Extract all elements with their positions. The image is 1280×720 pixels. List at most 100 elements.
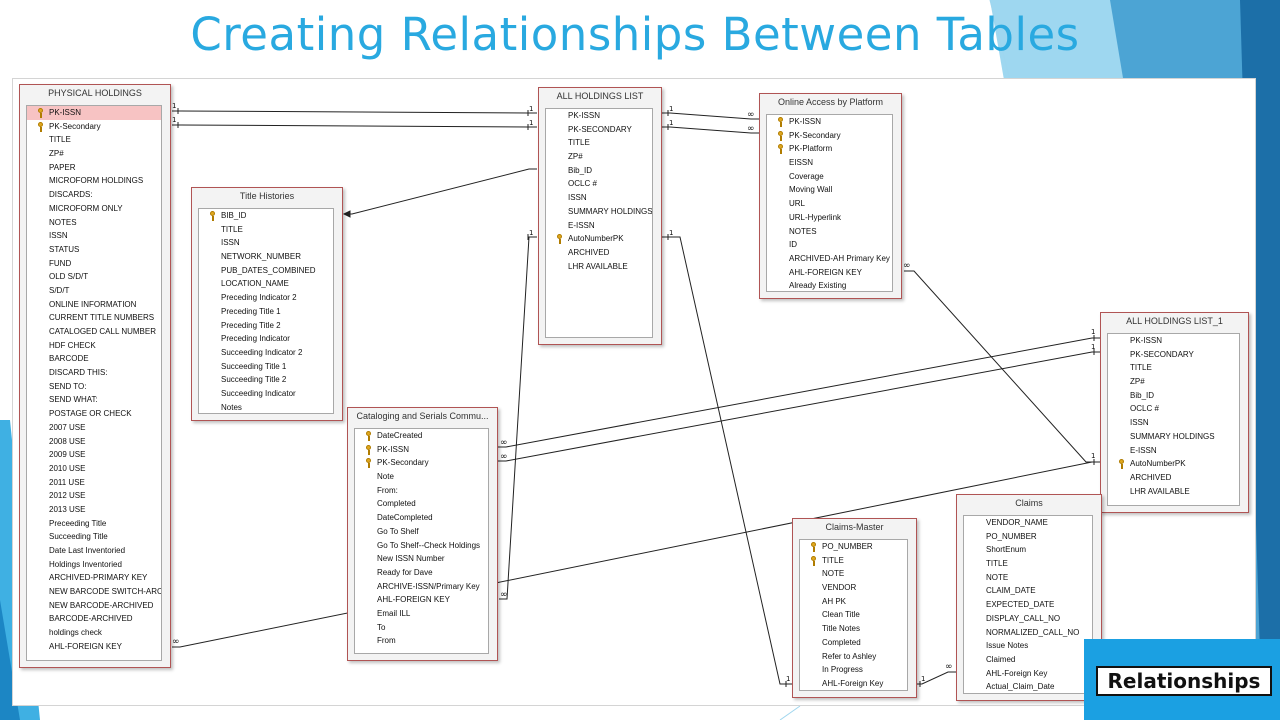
table-title[interactable]: PHYSICAL HOLDINGS (48, 88, 142, 98)
field-row[interactable]: OCLC # (1108, 402, 1239, 416)
field-row[interactable]: AutoNumberPK (1108, 457, 1239, 471)
field-row[interactable]: ZP# (546, 150, 652, 164)
field-row[interactable]: OCLC # (546, 177, 652, 191)
field-row[interactable]: DISCARDS: (27, 188, 161, 202)
field-row[interactable]: SEND WHAT: (27, 393, 161, 407)
field-row[interactable]: Completed (800, 636, 907, 650)
field-row[interactable]: Email ILL (355, 607, 488, 621)
field-row[interactable]: STATUS (27, 243, 161, 257)
field-row[interactable]: AHL-FOREIGN KEY (27, 640, 161, 654)
field-row[interactable]: LOCATION_NAME (199, 277, 333, 291)
field-row[interactable]: Succeeding Indicator 2 (199, 346, 333, 360)
field-row[interactable]: HDF CHECK (27, 339, 161, 353)
field-row[interactable]: Succeeding Title (27, 530, 161, 544)
field-row[interactable]: ISSN (27, 229, 161, 243)
field-row[interactable]: ZP# (1108, 375, 1239, 389)
field-row[interactable]: ID (767, 238, 892, 252)
field-row[interactable]: BARCODE-ARCHIVED (27, 612, 161, 626)
field-row[interactable]: 2009 USE (27, 448, 161, 462)
field-row[interactable]: SUMMARY HOLDINGS (1108, 430, 1239, 444)
field-row[interactable]: Refer to Ashley (800, 650, 907, 664)
field-row[interactable]: Issue Notes (964, 639, 1092, 653)
field-row[interactable]: ONLINE INFORMATION (27, 298, 161, 312)
field-row[interactable]: URL-Hyperlink (767, 211, 892, 225)
field-row[interactable]: CLAIM_DATE (964, 584, 1092, 598)
field-row[interactable]: Succeeding Title 1 (199, 360, 333, 374)
field-row[interactable]: PO_NUMBER (800, 540, 907, 554)
field-row[interactable]: 2012 USE (27, 489, 161, 503)
field-row[interactable]: VENDOR_NAME (964, 516, 1092, 530)
field-row[interactable]: Bib_ID (1108, 389, 1239, 403)
field-row[interactable]: CATALOGED CALL NUMBER (27, 325, 161, 339)
field-row[interactable]: PK-ISSN (767, 115, 892, 129)
field-row[interactable]: Coverage (767, 170, 892, 184)
field-row[interactable]: AH PK (800, 595, 907, 609)
field-row[interactable]: NOTES (27, 216, 161, 230)
field-row[interactable]: PK-Secondary (27, 120, 161, 134)
field-row[interactable]: VENDOR (800, 581, 907, 595)
field-row[interactable]: TITLE (800, 554, 907, 568)
field-row[interactable]: Completed (355, 497, 488, 511)
field-row[interactable]: Claimed (964, 653, 1092, 667)
field-row[interactable]: PK-ISSN (546, 109, 652, 123)
field-row[interactable]: Go To Shelf (355, 525, 488, 539)
field-row[interactable]: PK-Secondary (767, 129, 892, 143)
field-row[interactable]: BIB_ID (199, 209, 333, 223)
field-row[interactable]: PK-Secondary (355, 456, 488, 470)
field-row[interactable]: From (355, 634, 488, 648)
field-row[interactable]: PK-SECONDARY (546, 123, 652, 137)
field-row[interactable]: Preceeding Title (27, 517, 161, 531)
field-row[interactable]: ARCHIVED-AH Primary Key (767, 252, 892, 266)
field-row[interactable]: BARCODE (27, 352, 161, 366)
field-row[interactable]: SEND TO: (27, 380, 161, 394)
field-row[interactable]: NORMALIZED_CALL_NO (964, 626, 1092, 640)
field-row[interactable]: Notes (199, 401, 333, 413)
field-row[interactable]: TITLE (1108, 361, 1239, 375)
field-row[interactable]: 2013 USE (27, 503, 161, 517)
field-row[interactable]: 2011 USE (27, 476, 161, 490)
table-title[interactable]: Claims-Master (825, 522, 884, 532)
table-title[interactable]: ALL HOLDINGS LIST_1 (1126, 316, 1223, 326)
field-row[interactable]: Moving Wall (767, 183, 892, 197)
field-row[interactable]: 2007 USE (27, 421, 161, 435)
field-row[interactable]: AHL-Foreign Key (964, 667, 1092, 681)
field-row[interactable]: ZP# (27, 147, 161, 161)
field-row[interactable]: Actual_Claim_Date (964, 680, 1092, 693)
field-row[interactable]: PK-SECONDARY (1108, 348, 1239, 362)
field-row[interactable]: PK-ISSN (1108, 334, 1239, 348)
field-row[interactable]: URL (767, 197, 892, 211)
field-row[interactable]: CURRENT TITLE NUMBERS (27, 311, 161, 325)
field-row[interactable]: DISCARD THIS: (27, 366, 161, 380)
field-row[interactable]: LHR AVAILABLE (546, 260, 652, 274)
field-row[interactable]: AutoNumberPK (546, 232, 652, 246)
field-row[interactable]: Succeeding Indicator (199, 387, 333, 401)
field-row[interactable]: Bib_ID (546, 164, 652, 178)
field-row[interactable]: From: (355, 484, 488, 498)
field-row[interactable]: Already Existing (767, 279, 892, 291)
field-row[interactable]: Succeeding Title 2 (199, 373, 333, 387)
field-row[interactable]: LHR AVAILABLE (1108, 485, 1239, 499)
field-row[interactable]: ISSN (546, 191, 652, 205)
table-title[interactable]: ALL HOLDINGS LIST (556, 91, 644, 101)
field-row[interactable]: Go To Shelf--Check Holdings (355, 539, 488, 553)
field-row[interactable]: EISSN (767, 156, 892, 170)
field-row[interactable]: Title Notes (800, 622, 907, 636)
field-row[interactable]: MICROFORM HOLDINGS (27, 174, 161, 188)
field-row[interactable]: TITLE (199, 223, 333, 237)
field-row[interactable]: TITLE (546, 136, 652, 150)
table-title[interactable]: Title Histories (239, 191, 295, 201)
field-row[interactable]: SUMMARY HOLDINGS (546, 205, 652, 219)
field-row[interactable]: PK-ISSN (355, 443, 488, 457)
field-row[interactable]: Holdings Inventoried (27, 558, 161, 572)
field-row[interactable]: NOTES (767, 225, 892, 239)
field-row[interactable]: AHL-FOREIGN KEY (767, 266, 892, 280)
